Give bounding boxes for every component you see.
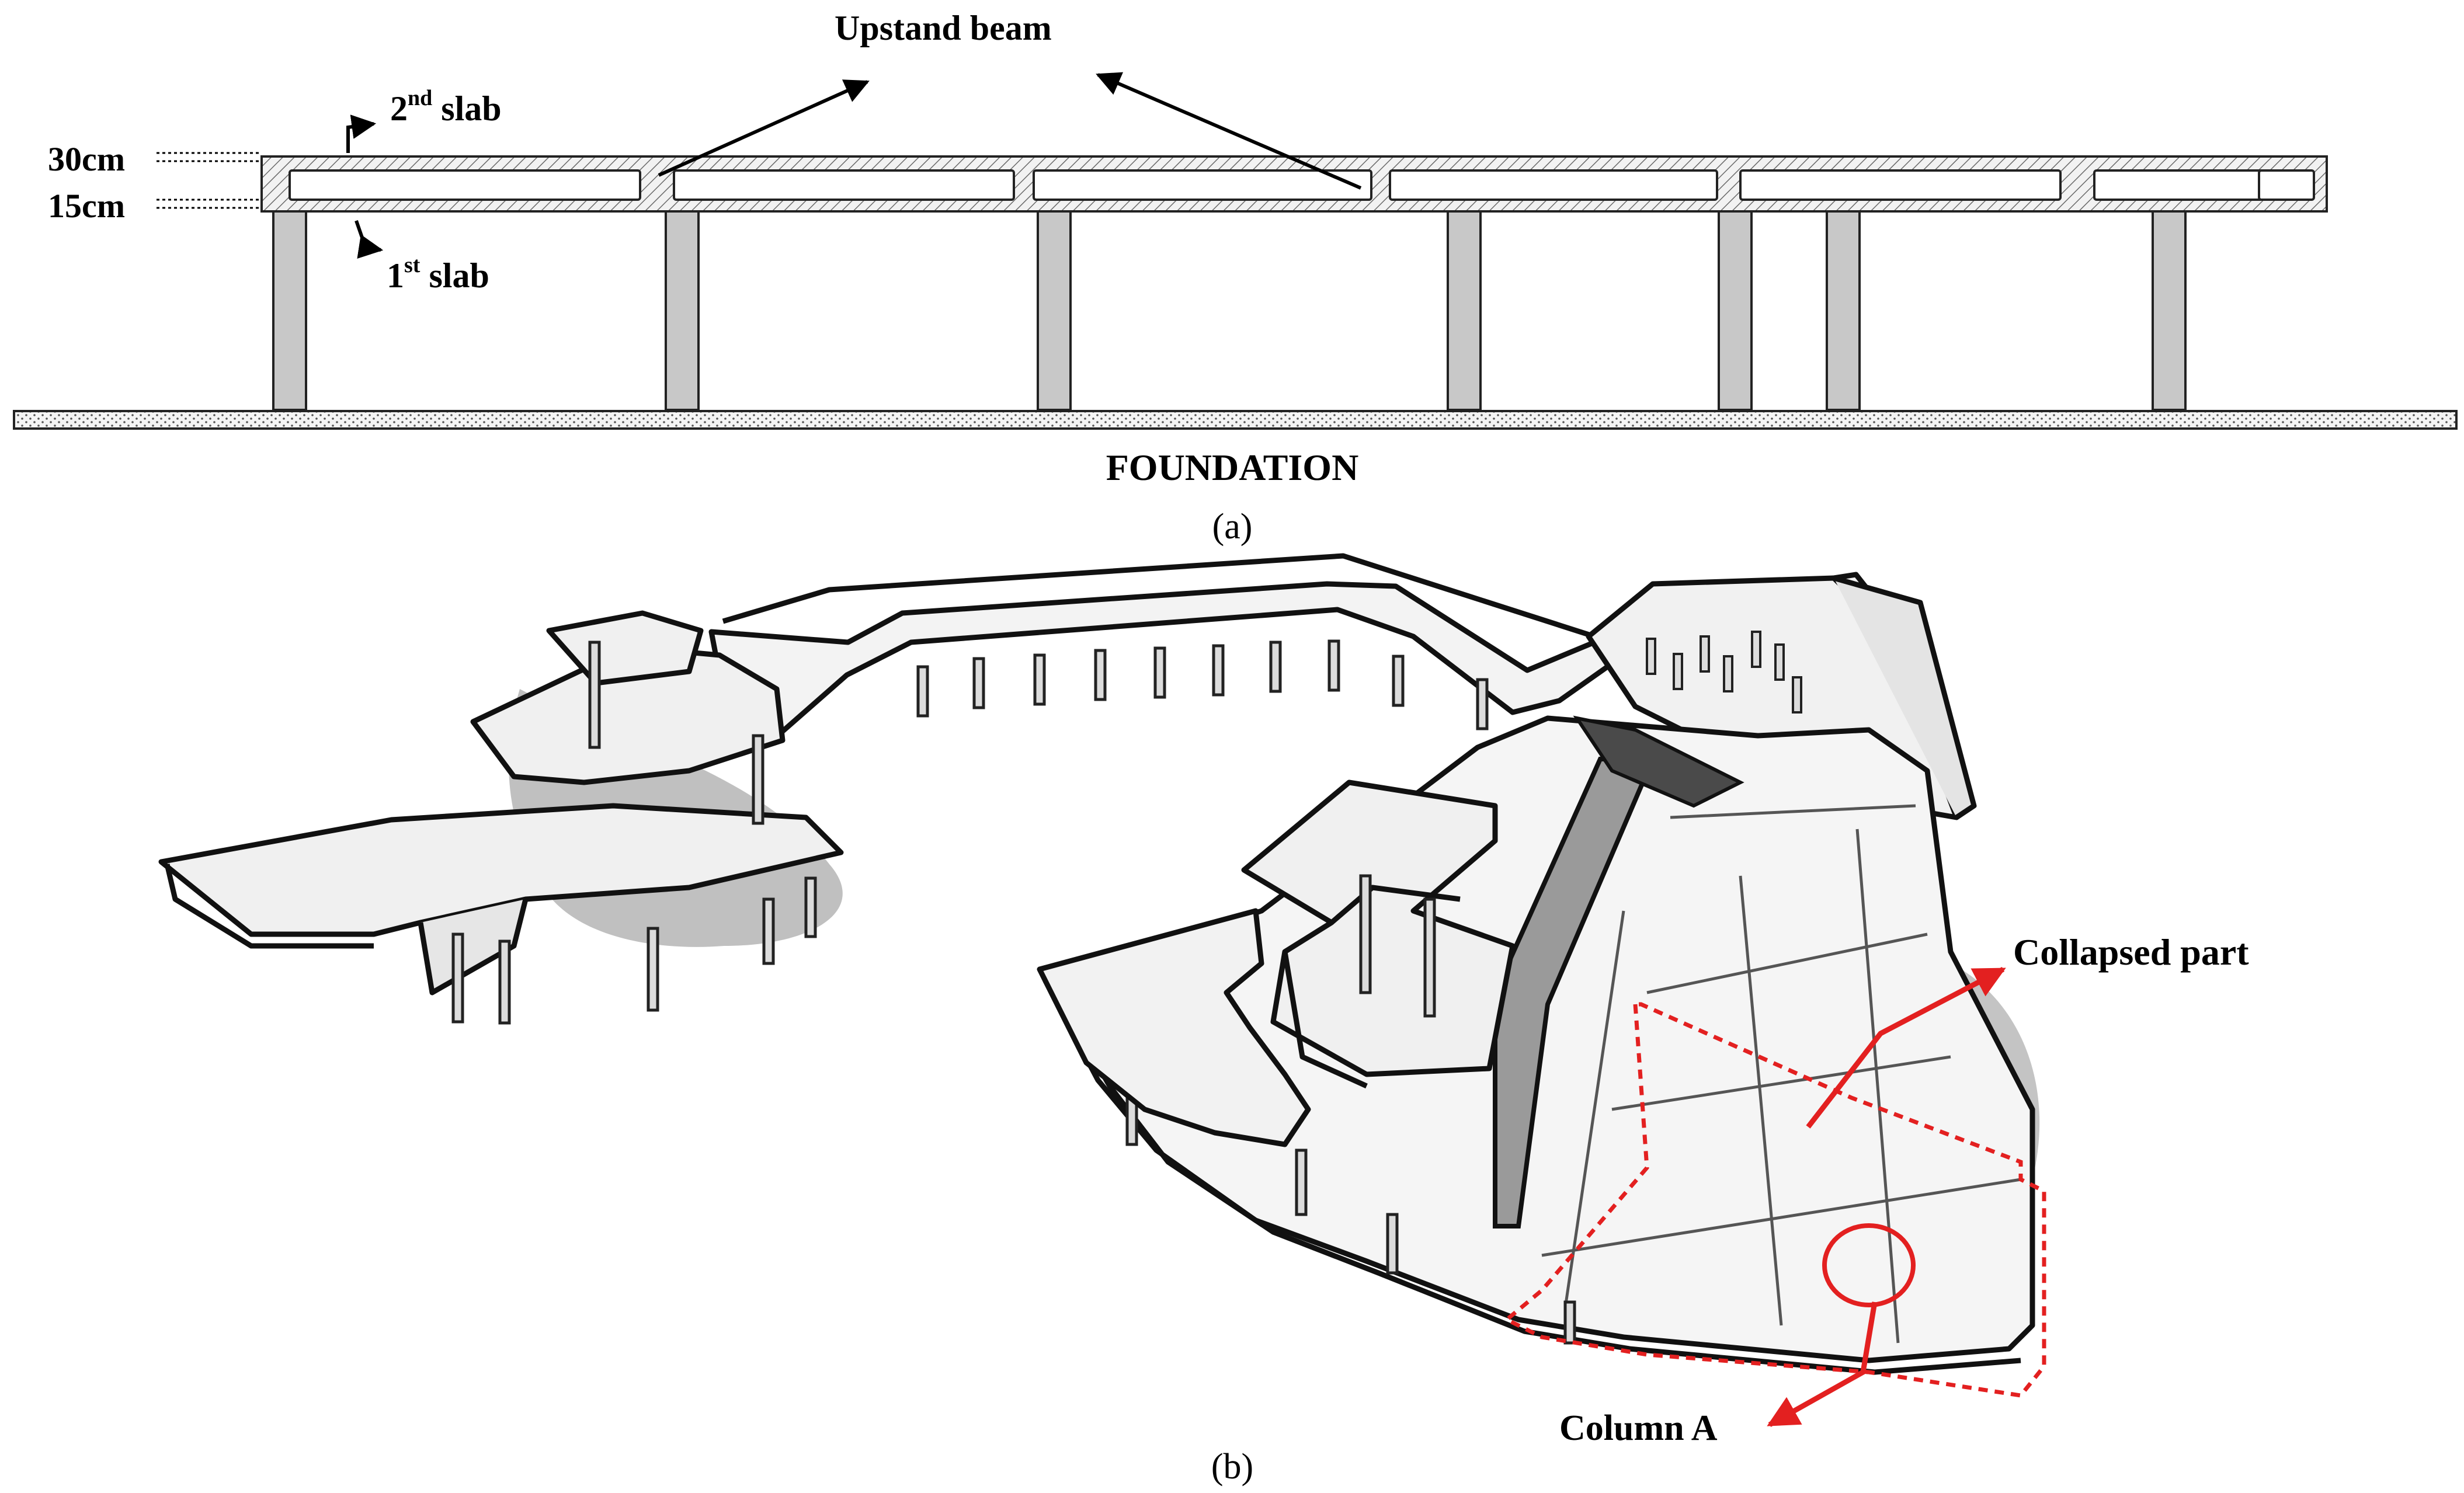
panel-a-section: Upstand beam 2nd slab 1st slab 30cm 15cm… (13, 9, 2458, 547)
west-wing (158, 610, 844, 996)
column-a-label: Column A (1559, 1408, 1718, 1448)
column-a-arrow (1767, 1301, 1878, 1427)
dim-15cm-label: 15cm (48, 187, 125, 225)
slab2-leader (346, 114, 377, 153)
panel-b-model: Collapsed part Column A (b) (158, 553, 2249, 1487)
foundation-strip (13, 410, 2458, 430)
column (1826, 210, 1861, 411)
column (2152, 210, 2187, 411)
core-tower (1241, 779, 1516, 1089)
column (272, 210, 307, 411)
west-wing-columns (451, 641, 817, 1025)
slab1-label: 1st slab (387, 253, 489, 295)
annex-pillars (1646, 631, 1802, 714)
caption-b: (b) (1211, 1447, 1253, 1487)
southwest-wing (1037, 908, 1311, 1147)
caption-a: (a) (1212, 507, 1253, 547)
slab-voids (289, 169, 2315, 201)
stairwell-void (1493, 757, 1657, 1228)
dimension-lines (157, 152, 262, 209)
column (1718, 210, 1753, 411)
dim-30cm-label: 30cm (48, 140, 125, 178)
slab2-label: 2nd slab (390, 86, 502, 128)
collapsed-part-label: Collapsed part (2013, 931, 2249, 973)
slab1-leader (355, 220, 384, 259)
platform-grid (1541, 804, 2021, 1344)
upstand-beam-arrow-left (658, 79, 870, 177)
staircase (1573, 715, 1744, 808)
collapsed-part-arrow (1806, 967, 2006, 1129)
tower-columns (1125, 874, 1576, 1345)
columns (272, 210, 2187, 411)
upstand-beam-arrow-right (1096, 72, 1362, 190)
upstand-beam-label: Upstand beam (835, 9, 1052, 47)
corridor-columns (916, 639, 1489, 730)
column-a-circle (1822, 1223, 1916, 1307)
column (1037, 210, 1072, 411)
column (1447, 210, 1482, 411)
red-annotation-arrows (1767, 967, 2006, 1427)
column (665, 210, 700, 411)
leader-arrows (346, 72, 1362, 259)
foundation-label: FOUNDATION (1106, 447, 1359, 488)
